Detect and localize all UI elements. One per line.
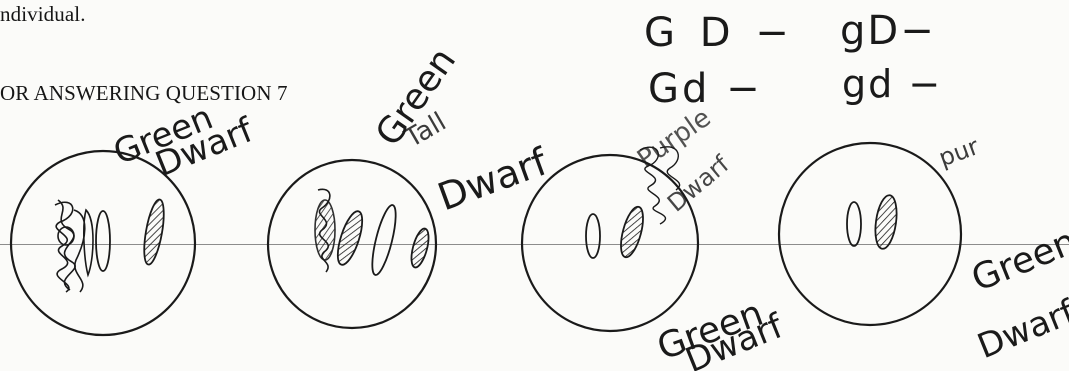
- cell-3-chromosome-dark: [617, 205, 648, 260]
- cell-2: [268, 160, 436, 328]
- cell-1-chromosome-light: [96, 211, 110, 271]
- cell-4-chromosome-light: [847, 202, 861, 246]
- cell-1-chromosome-dark: [140, 198, 167, 266]
- cell-1: [11, 151, 195, 335]
- cell-4: [779, 143, 961, 325]
- cell-1-outline: [11, 151, 195, 335]
- cell-3-outline: [522, 155, 698, 331]
- cell-2-chromosome-dark-a: [333, 209, 367, 268]
- cell-3-chromosome-light: [586, 214, 600, 258]
- cell-2-scribble-chromosome: [315, 189, 335, 272]
- cell-1-chromosome-outline-b: [84, 210, 93, 275]
- cell-3-scribble: [640, 147, 680, 224]
- cell-2-chromosome-dark-b: [408, 227, 432, 269]
- cell-1-scribble-chromosome: [55, 200, 85, 292]
- cell-3: [522, 147, 698, 331]
- cell-4-outline: [779, 143, 961, 325]
- cell-4-chromosome-dark: [872, 194, 899, 250]
- cell-2-chromosome-light: [368, 203, 401, 277]
